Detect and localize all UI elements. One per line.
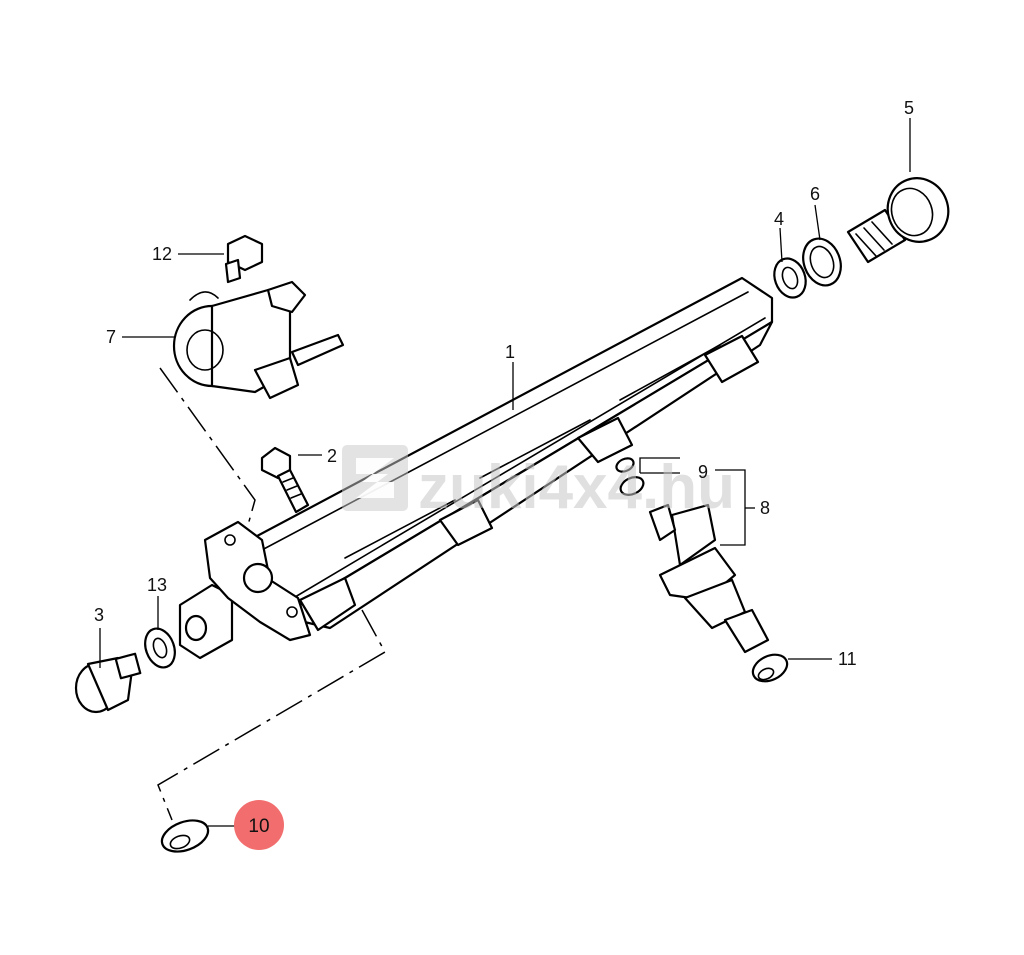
fuel-rail-part[interactable]	[178, 276, 774, 660]
washer-part-13[interactable]	[140, 624, 180, 671]
assembly-lines	[157, 367, 387, 821]
bolt-part-12[interactable]	[224, 234, 264, 284]
suzuki-s-logo-icon	[356, 458, 394, 498]
callout-2[interactable]: 2	[327, 446, 337, 466]
callout-3[interactable]: 3	[94, 605, 104, 625]
pressure-regulator-part-7[interactable]	[172, 280, 345, 400]
callout-8[interactable]: 8	[760, 498, 770, 518]
bolt-part-2[interactable]	[260, 446, 310, 514]
callout-10[interactable]: 10	[248, 816, 269, 837]
callout-5[interactable]: 5	[904, 98, 914, 118]
gasket-part-6[interactable]	[797, 233, 847, 290]
union-bolt-part-5[interactable]	[846, 170, 957, 264]
cushion-part-11[interactable]	[749, 650, 792, 687]
highlighted-callout-10[interactable]: 10	[234, 800, 284, 850]
watermark: zuki4x4.hu	[342, 445, 735, 522]
o-ring-part-9[interactable]	[614, 456, 646, 499]
callout-4[interactable]: 4	[774, 209, 784, 229]
callout-1[interactable]: 1	[505, 342, 515, 362]
leader-lines	[99, 118, 911, 827]
cushion-part-10[interactable]	[158, 815, 213, 858]
callout-9[interactable]: 9	[698, 462, 708, 482]
callout-11[interactable]: 11	[838, 649, 857, 669]
callout-12[interactable]: 12	[152, 244, 172, 264]
callout-7[interactable]: 7	[106, 327, 116, 347]
injector-part-8[interactable]	[648, 503, 770, 654]
callout-6[interactable]: 6	[810, 184, 820, 204]
callout-13[interactable]: 13	[147, 575, 167, 595]
washer-part-4[interactable]	[769, 254, 811, 302]
watermark-text: zuki4x4.hu	[418, 453, 735, 522]
callout-labels: 1 2 3 4 5 6 7 8 9 11 12 13	[94, 98, 914, 669]
highlight-marker[interactable]	[234, 800, 284, 850]
plug-part-3[interactable]	[74, 652, 142, 714]
